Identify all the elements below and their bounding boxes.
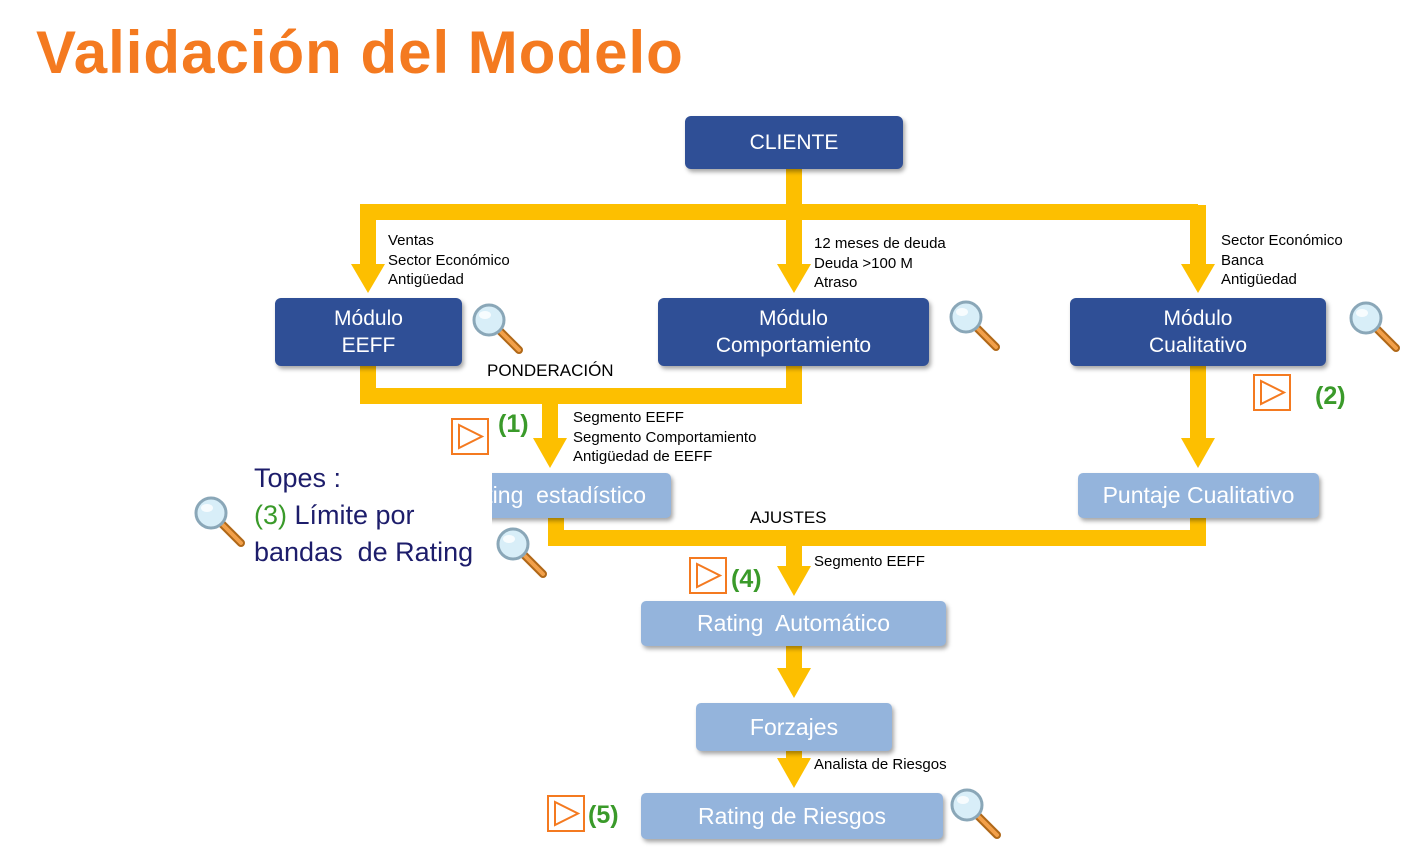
inputs-comportamiento-line: Atraso: [814, 274, 858, 291]
arrowhead-forzajes: [777, 668, 811, 698]
topes-line-3: bandas de Rating: [254, 537, 474, 567]
node-rating-riesgos[interactable]: Rating de Riesgos: [641, 793, 943, 839]
inputs-estadistico-line: Antigüedad de EEFF: [573, 448, 713, 465]
node-modulo-cualitativo[interactable]: Módulo Cualitativo: [1070, 298, 1326, 366]
arrowhead-cualitativo: [1181, 264, 1215, 293]
arrowhead-automatico: [777, 566, 811, 596]
topes-note: Topes : (3) Límite por bandas de Rating: [186, 460, 492, 578]
magnifier-icon[interactable]: [947, 298, 1001, 352]
node-cliente-label: CLIENTE: [749, 131, 839, 154]
inputs-automatico: Segmento EEFF: [814, 553, 925, 570]
node-modulo-eeff-line1: Módulo: [334, 307, 403, 330]
inputs-estadistico-line: Segmento Comportamiento: [573, 428, 757, 446]
node-forzajes-label: Forzajes: [749, 713, 839, 740]
node-rating-riesgos-label: Rating de Riesgos: [698, 802, 886, 829]
label-ajustes: AJUSTES: [750, 508, 827, 527]
marker-number-3: (3): [254, 500, 287, 530]
node-modulo-eeff-line2: EEFF: [341, 334, 396, 357]
play-icon[interactable]: [689, 557, 727, 594]
connector-ponderacion: [360, 366, 802, 404]
node-puntaje-cualitativo-label: Puntaje Cualitativo: [1102, 482, 1295, 508]
marker-number-4: (4): [731, 565, 762, 593]
magnifier-icon[interactable]: [948, 786, 1002, 840]
label-ponderacion: PONDERACIÓN: [487, 361, 614, 380]
node-rating-automatico[interactable]: Rating Automático: [641, 601, 946, 646]
inputs-cualitativo-line: Antigüedad: [1221, 271, 1297, 288]
magnifier-icon[interactable]: [1347, 299, 1401, 353]
inputs-estadistico: Segmento EEFF Segmento Comportamiento An…: [573, 408, 756, 467]
arrowhead-estadistico: [533, 438, 567, 468]
node-modulo-cualitativo-line2: Cualitativo: [1148, 334, 1248, 357]
arrowhead-riesgos: [777, 758, 811, 788]
play-icon[interactable]: [451, 418, 489, 455]
node-modulo-comportamiento-line1: Módulo: [759, 307, 828, 330]
node-cliente[interactable]: CLIENTE: [685, 116, 903, 169]
topes-line-2-text: Límite por: [287, 500, 415, 530]
marker-number-2: (2): [1315, 382, 1346, 410]
inputs-cualitativo-line: Banca: [1221, 251, 1264, 269]
inputs-eeff-line: Antigüedad: [388, 271, 464, 288]
connector-ajustes: [548, 518, 1206, 546]
play-icon[interactable]: [547, 795, 585, 832]
inputs-eeff-line: Ventas: [388, 232, 434, 249]
inputs-cualitativo-line: Sector Económico: [1221, 232, 1343, 249]
magnifier-icon[interactable]: [494, 525, 548, 579]
marker-number-5: (5): [588, 801, 619, 829]
node-rating-automatico-label: Rating Automático: [696, 610, 891, 636]
topes-line-2: (3) Límite por: [186, 497, 492, 534]
inputs-comportamiento-line: Deuda >100 M: [814, 254, 913, 272]
arrowhead-comportamiento: [777, 264, 811, 293]
magnifier-icon[interactable]: [470, 301, 524, 355]
inputs-eeff-line: Sector Económico: [388, 251, 510, 269]
arrowhead-puntaje: [1181, 438, 1215, 468]
inputs-comportamiento-line: 12 meses de deuda: [814, 235, 946, 252]
magnifier-icon[interactable]: [192, 494, 246, 548]
node-puntaje-cualitativo[interactable]: Puntaje Cualitativo: [1078, 473, 1319, 518]
arrowhead-eeff: [351, 264, 385, 293]
node-modulo-comportamiento[interactable]: Módulo Comportamiento: [658, 298, 929, 366]
node-modulo-comportamiento-line2: Comportamiento: [715, 334, 872, 357]
page-title: Validación del Modelo: [36, 19, 684, 86]
inputs-eeff: Ventas Sector Económico Antigüedad: [388, 231, 510, 290]
node-modulo-cualitativo-line1: Módulo: [1163, 307, 1233, 330]
inputs-cualitativo: Sector Económico Banca Antigüedad: [1221, 231, 1343, 290]
play-icon[interactable]: [1253, 374, 1291, 411]
marker-number-1: (1): [498, 410, 529, 438]
inputs-riesgos: Analista de Riesgos: [814, 756, 947, 773]
node-forzajes[interactable]: Forzajes: [696, 703, 892, 751]
inputs-comportamiento: 12 meses de deuda Deuda >100 M Atraso: [814, 234, 946, 293]
inputs-estadistico-line: Segmento EEFF: [573, 409, 684, 426]
topes-line-1: Topes :: [254, 463, 342, 493]
node-modulo-eeff[interactable]: Módulo EEFF: [275, 298, 462, 366]
